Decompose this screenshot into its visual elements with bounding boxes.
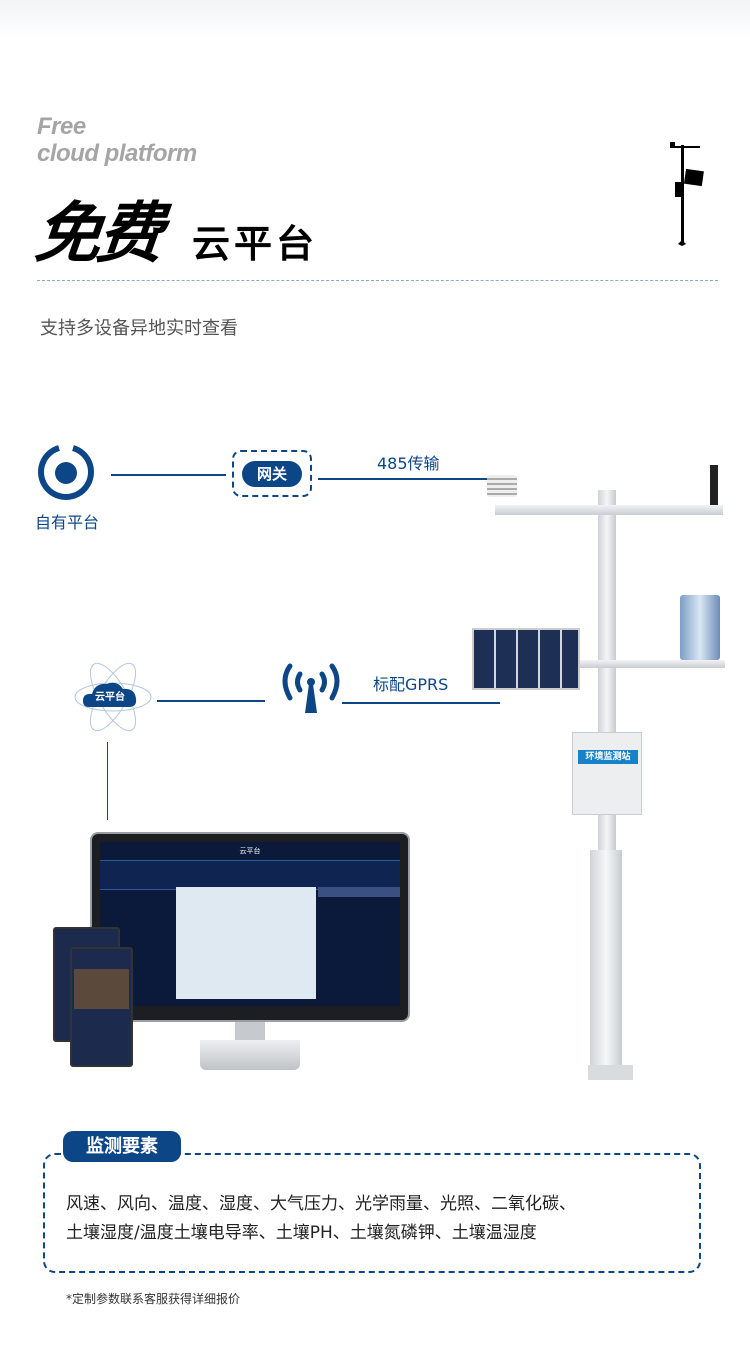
weather-station-image: 环境监测站	[472, 460, 745, 1090]
own-platform-label: 自有平台	[35, 513, 100, 532]
cloud-platform-icon	[74, 662, 152, 732]
gateway-label: 网关	[242, 461, 302, 487]
dashboard-map	[176, 887, 316, 999]
monitoring-items-line1: 风速、风向、温度、湿度、大气压力、光学雨量、光照、二氧化碳、	[66, 1194, 576, 1214]
monitoring-items-line2: 土壤湿度/温度土壤电导率、土壤PH、土壤氮磷钾、土壤温湿度	[66, 1223, 537, 1243]
english-title-line2: cloud platform	[37, 140, 197, 167]
connector-line	[342, 702, 500, 704]
monitoring-elements-tab: 监测要素	[63, 1131, 181, 1162]
transfer-485-label: 485传输	[377, 454, 440, 473]
own-platform-icon	[38, 445, 94, 500]
connector-line	[111, 474, 226, 476]
divider	[37, 280, 718, 281]
title-big: 免费	[31, 195, 164, 272]
connector-line-vertical	[107, 742, 108, 820]
footnote: *定制参数联系客服获得详细报价	[66, 1292, 241, 1306]
connector-line	[318, 478, 493, 480]
top-band	[0, 0, 750, 40]
weather-station-silhouette-icon	[670, 142, 704, 246]
dashboard-title: 云平台	[239, 847, 261, 855]
connector-line	[157, 700, 265, 702]
monitor-stand	[235, 1022, 265, 1042]
monitoring-elements-box	[43, 1153, 701, 1273]
monitor-base	[200, 1040, 300, 1070]
gprs-label: 标配GPRS	[373, 675, 449, 694]
english-title-line1: Free	[37, 113, 86, 140]
subtitle: 支持多设备异地实时查看	[40, 318, 238, 339]
title-small: 云平台	[192, 222, 319, 266]
cloud-platform-label: 云平台	[95, 692, 125, 703]
gateway-box: 网关	[232, 450, 312, 497]
phone-app-image	[70, 947, 133, 1067]
antenna-signal-icon	[282, 663, 340, 713]
station-box-label: 环境监测站	[578, 750, 638, 764]
monitor-dashboard-image: 云平台	[90, 832, 410, 1022]
